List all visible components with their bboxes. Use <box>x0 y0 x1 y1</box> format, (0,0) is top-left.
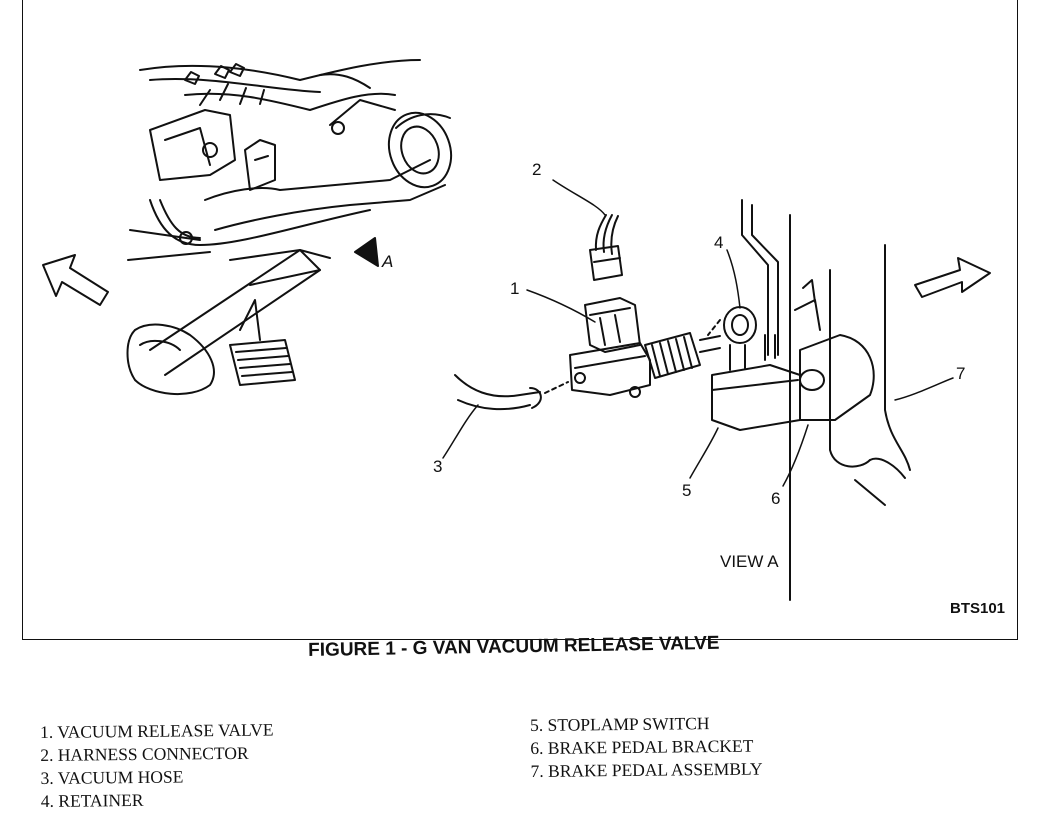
legend-item: 5. STOPLAMP SWITCH <box>530 713 710 735</box>
legend-item: 4. RETAINER <box>40 789 144 811</box>
legend-item: 1. VACUUM RELEASE VALVE <box>40 719 274 742</box>
callout-5: 5 <box>682 481 692 500</box>
view-a-label: VIEW A <box>720 552 779 571</box>
callout-4: 4 <box>714 233 724 252</box>
steering-column-overview <box>126 59 453 396</box>
legend-right: 5. STOPLAMP SWITCH 6. BRAKE PEDAL BRACKE… <box>530 712 763 783</box>
legend-item: 2. HARNESS CONNECTOR <box>40 742 249 765</box>
legend-item: 3. VACUUM HOSE <box>40 766 184 788</box>
callout-1: 1 <box>510 279 520 298</box>
callout-7: 7 <box>956 364 966 383</box>
leader-lines <box>442 179 954 487</box>
callout-2: 2 <box>532 160 542 179</box>
legend-item: 6. BRAKE PEDAL BRACKET <box>530 735 754 758</box>
legend-item: 7. BRAKE PEDAL ASSEMBLY <box>530 758 763 781</box>
line-drawing <box>42 59 991 601</box>
legend-left: 1. VACUUM RELEASE VALVE 2. HARNESS CONNE… <box>40 719 274 813</box>
callout-6: 6 <box>771 489 781 508</box>
callout-3: 3 <box>433 457 443 476</box>
figure-code: BTS101 <box>950 600 1006 617</box>
callout-view-a: A <box>382 252 394 271</box>
left-direction-arrow <box>42 254 109 306</box>
right-direction-arrow <box>914 257 991 298</box>
pedal-bracket-detail <box>707 199 911 601</box>
vacuum-release-valve-detail <box>454 214 721 411</box>
figure-frame <box>22 0 1018 640</box>
